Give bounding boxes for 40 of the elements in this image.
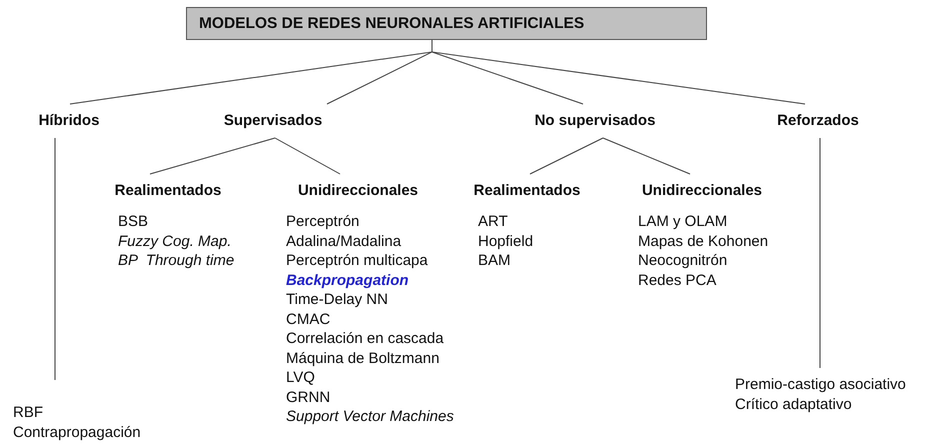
model-name: ART: [478, 212, 509, 232]
connector-line: [274, 138, 340, 174]
model-name: Time-Delay NN: [286, 290, 389, 310]
title-text: MODELOS DE REDES NEURONALES ARTIFICIALES: [199, 14, 584, 34]
model-name: BP Through time: [118, 251, 234, 270]
model-name: Máquina de Boltzmann: [286, 348, 440, 368]
model-name: LAM y OLAM: [638, 212, 728, 232]
model-name: Perceptrón multicapa: [286, 251, 429, 270]
category-heading: Unidireccionales: [642, 180, 762, 201]
model-name: Premio-castigo asociativo: [735, 375, 907, 394]
category-heading: Realimentados: [114, 180, 222, 201]
category-heading: Reforzados: [777, 110, 859, 131]
connector-line: [602, 138, 690, 174]
model-name: Redes PCA: [638, 270, 718, 290]
model-name: Neocognitrón: [638, 251, 728, 270]
model-name: GRNN: [286, 388, 332, 407]
connector-line: [150, 138, 276, 174]
category-heading: Unidireccionales: [298, 180, 418, 201]
model-name: Correlación en cascada: [286, 329, 445, 348]
title-box: [186, 7, 707, 40]
model-name: BSB: [118, 212, 150, 232]
category-heading: Supervisados: [224, 110, 322, 131]
model-name: Perceptrón: [286, 212, 360, 232]
model-name: Support Vector Machines: [286, 407, 454, 426]
category-heading: Híbridos: [38, 110, 100, 131]
model-name: CMAC: [286, 310, 332, 329]
model-name: BAM: [478, 251, 512, 270]
model-name: Hopfield: [478, 232, 534, 251]
model-name: Mapas de Kohonen: [638, 232, 768, 251]
model-name: LVQ: [286, 368, 316, 388]
connector-line: [54, 138, 56, 380]
model-name: Backpropagation: [286, 270, 410, 290]
model-name: Crítico adaptativo: [735, 394, 853, 414]
category-heading: No supervisados: [534, 110, 656, 131]
connector-line: [530, 138, 604, 174]
model-name: Fuzzy Cog. Map.: [118, 232, 232, 251]
model-name: Adalina/Madalina: [286, 232, 402, 251]
category-heading: Realimentados: [474, 180, 580, 201]
model-name: Contrapropagación: [13, 422, 142, 442]
model-name: RBF: [13, 403, 44, 422]
